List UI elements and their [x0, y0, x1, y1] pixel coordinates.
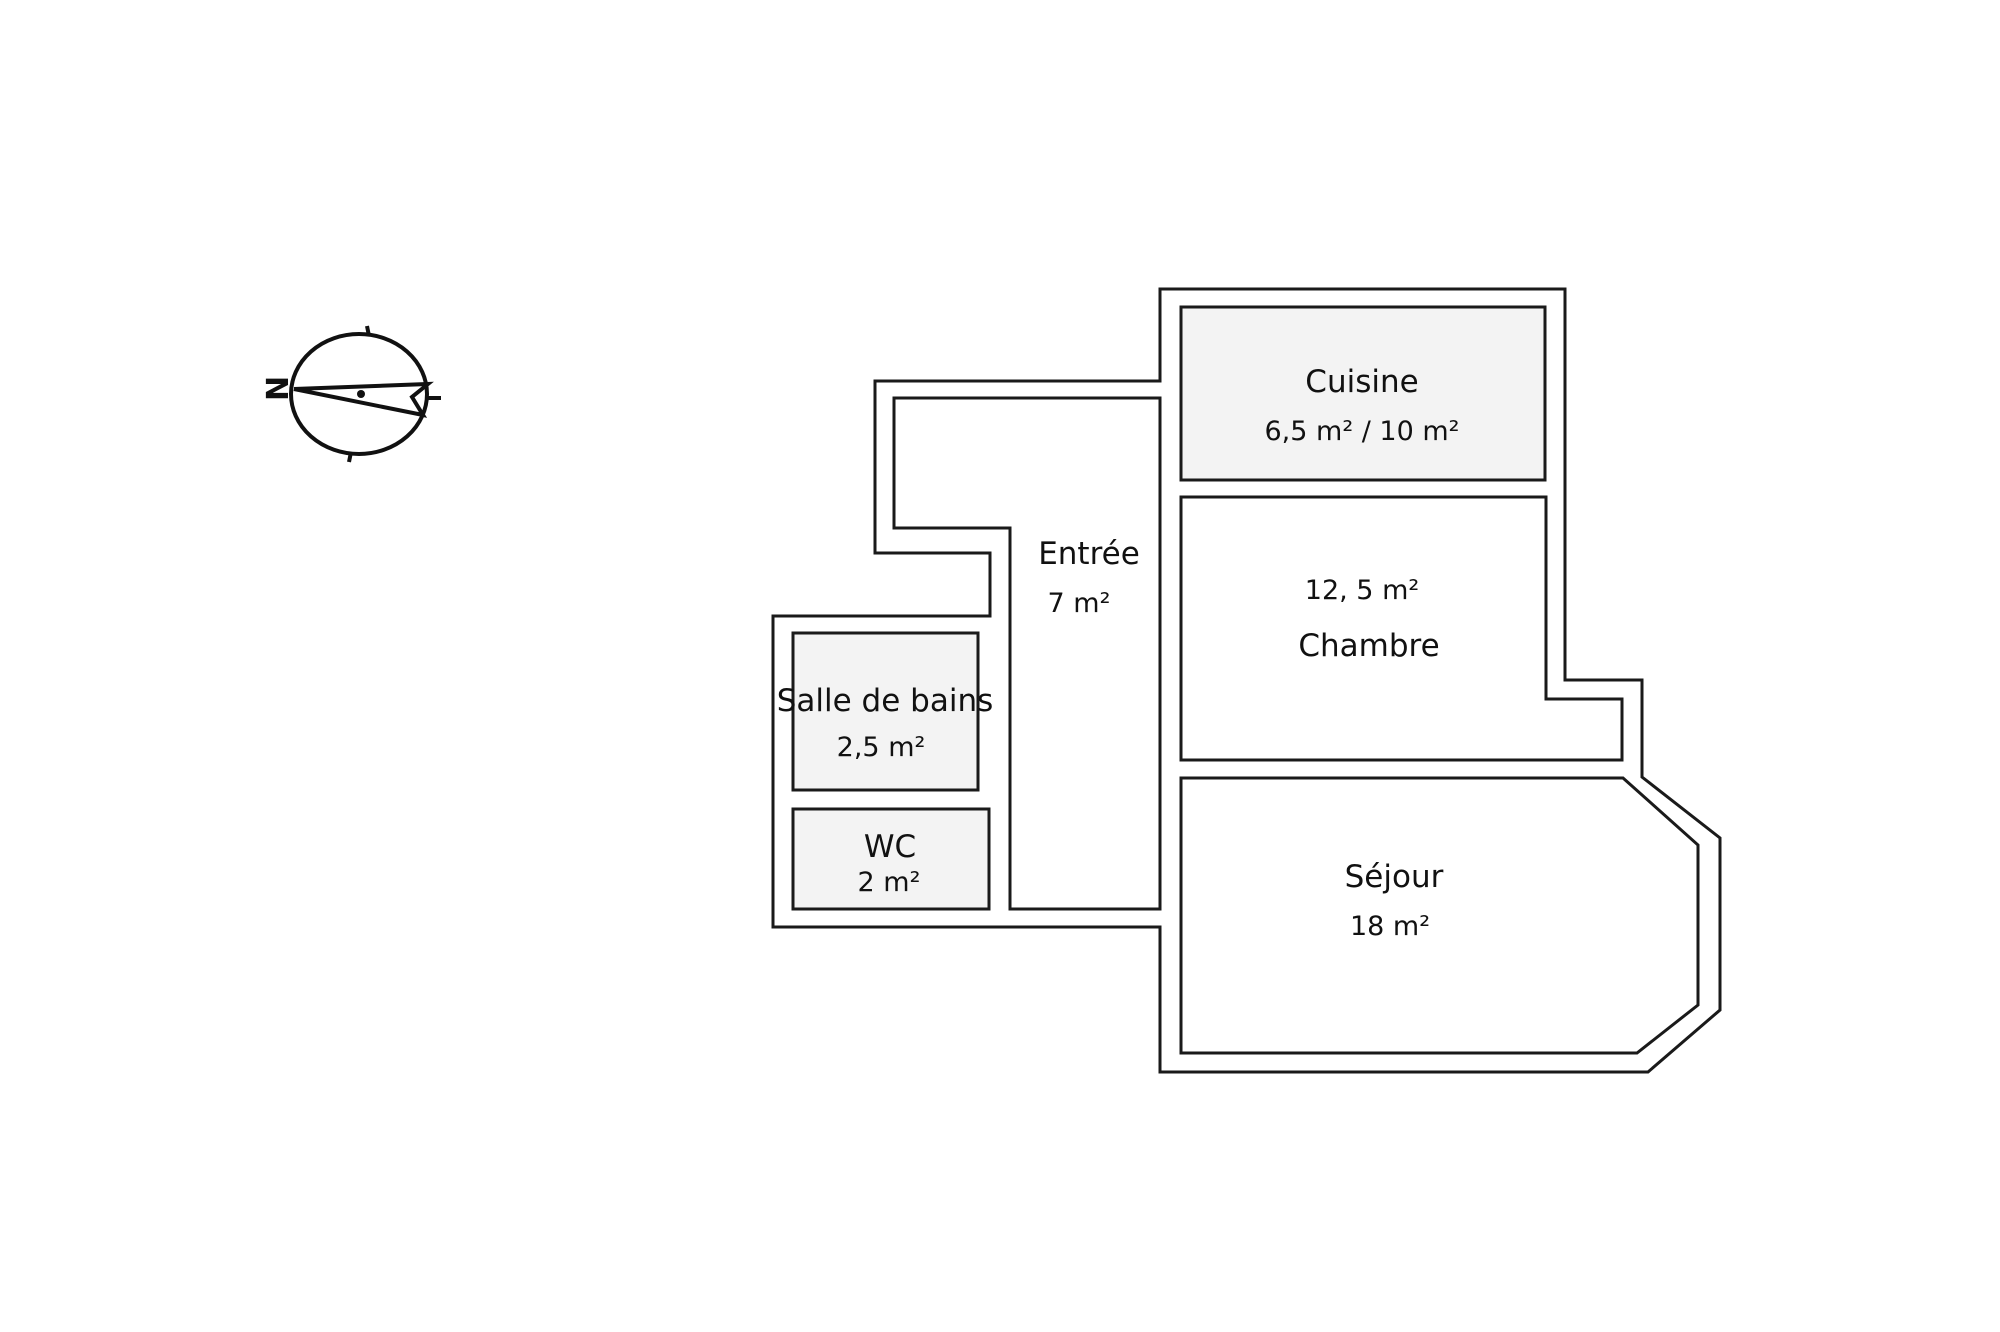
north-letter: N — [261, 376, 296, 401]
sejour-area: 18 m² — [1350, 911, 1430, 942]
room-cuisine — [1179, 305, 1547, 482]
salle-de-bains-area: 2,5 m² — [837, 732, 926, 763]
room-wc — [791, 807, 991, 911]
room-salle-de-bains — [791, 631, 980, 792]
entree-area: 7 m² — [1048, 588, 1111, 619]
wc-area: 2 m² — [858, 867, 921, 898]
outer-wall — [771, 287, 1722, 1074]
cuisine-area: 6,5 m² / 10 m² — [1265, 416, 1460, 447]
room-sejour — [1179, 776, 1700, 1055]
room-chambre — [1179, 495, 1624, 762]
cuisine-label: Cuisine — [1305, 364, 1418, 400]
chambre-label: Chambre — [1298, 628, 1439, 664]
salle-de-bains-label: Salle de bains — [777, 683, 994, 719]
room-entree — [892, 396, 1162, 911]
wc-label: WC — [864, 829, 916, 865]
chambre-area: 12, 5 m² — [1305, 575, 1419, 606]
entree-label: Entrée — [1038, 536, 1140, 572]
sejour-label: Séjour — [1345, 859, 1444, 895]
north-arrow-icon: N — [261, 325, 441, 463]
